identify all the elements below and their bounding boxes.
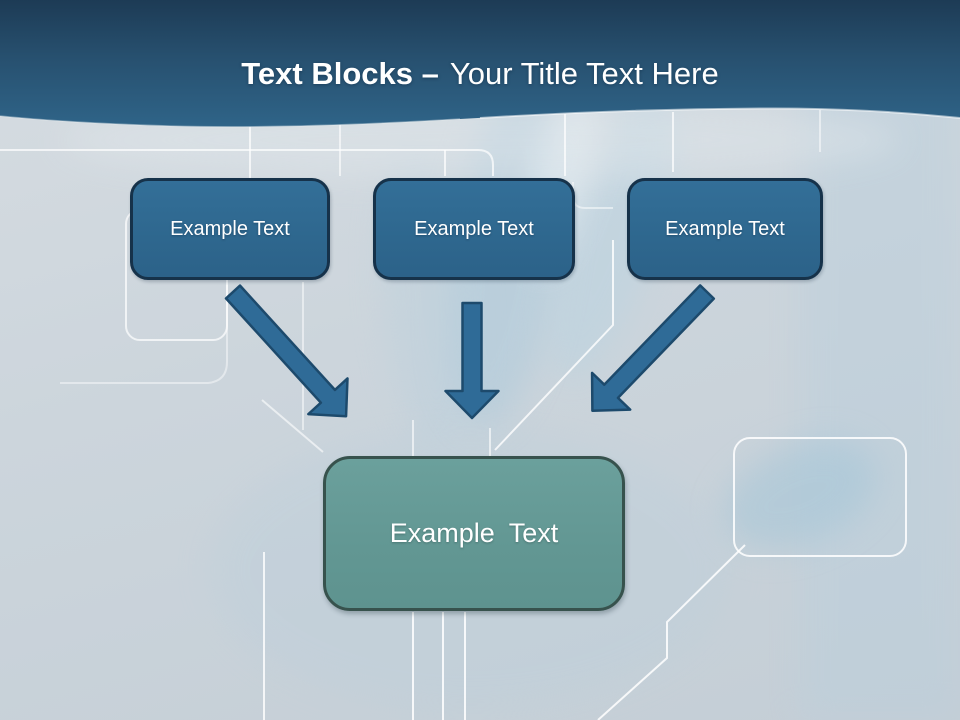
source-text-block-1[interactable]: Example Text xyxy=(130,178,330,280)
arrow-diagonal-down-right-icon[interactable] xyxy=(213,274,365,434)
source-text-block-2[interactable]: Example Text xyxy=(373,178,575,280)
target-text-block[interactable]: Example Text xyxy=(323,456,625,611)
title-regular-segment: Your Title Text Here xyxy=(449,56,719,91)
source-text-block-1-label: Example Text xyxy=(170,217,290,240)
target-text-block-label: Example Text xyxy=(389,518,559,548)
arrow-diagonal-down-left-icon[interactable] xyxy=(573,274,726,430)
source-text-block-3-label: Example Text xyxy=(665,217,785,240)
page-title: Text Blocks – Your Title Text Here xyxy=(0,52,960,96)
title-bold-segment: Text Blocks – xyxy=(241,56,439,91)
source-text-block-2-label: Example Text xyxy=(414,217,534,240)
source-text-block-3[interactable]: Example Text xyxy=(627,178,823,280)
arrow-straight-down-icon[interactable] xyxy=(444,301,500,420)
